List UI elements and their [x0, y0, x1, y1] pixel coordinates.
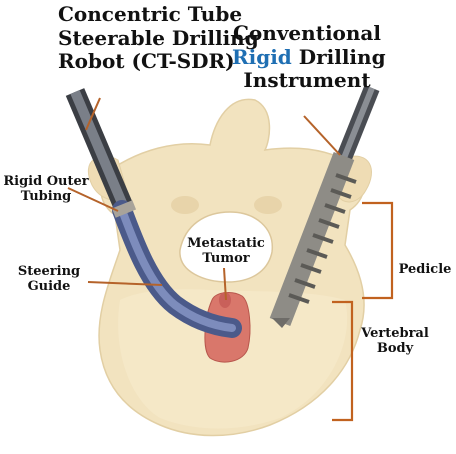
rigid-outer-line1: Rigid Outer: [3, 174, 89, 189]
steering-guide-highlight: [118, 206, 236, 332]
pedicle-label: Pedicle: [396, 262, 454, 277]
rigid-outer-tubing-label: Rigid Outer Tubing: [2, 174, 90, 205]
steering-line2: Guide: [27, 279, 71, 295]
ct-sdr-robot: [65, 88, 242, 338]
ct-sdr-label: Concentric Tube Steerable Drilling Robot…: [58, 2, 259, 74]
vertebral-body-label: Vertebral Body: [356, 326, 434, 357]
spinal-canal: [179, 211, 273, 283]
leader-lines: [67, 97, 341, 301]
rigid-drill: [269, 85, 380, 328]
steering-guide-label: Steering Guide: [12, 264, 86, 295]
vertebral-line1: Vertebral: [361, 326, 429, 341]
drilling-word: Drilling: [291, 44, 386, 69]
vertebral-body-bracket: [332, 300, 354, 422]
ct-sdr-line3: Robot (CT-SDR): [58, 49, 235, 74]
vertebra-bone: [87, 98, 372, 437]
conv-line2: Rigid Drilling: [232, 44, 386, 70]
ct-sdr-leader: [85, 97, 101, 131]
drill-leader: [303, 115, 341, 156]
brackets: [332, 201, 394, 422]
ct-sdr-line1: Concentric Tube: [58, 2, 243, 26]
left-facet: [171, 196, 199, 214]
pedicle-text: Pedicle: [398, 262, 452, 277]
pedicle-bracket: [362, 201, 394, 300]
ct-sdr-line2: Steerable Drilling: [58, 25, 259, 50]
conventional-drill-label: Conventional Rigid Drilling Instrument: [232, 21, 386, 93]
drill-shank-highlight: [341, 86, 375, 160]
rigid-outer-line2: Tubing: [20, 189, 72, 205]
conv-line1: Conventional: [233, 21, 381, 45]
tumor-line2: Tumor: [202, 251, 250, 267]
rigid-outer-leader: [67, 187, 119, 212]
tumor-leader: [223, 267, 227, 301]
drill-tip: [272, 318, 290, 328]
right-facet: [254, 196, 282, 214]
drill-flutes: [288, 173, 357, 304]
conv-line3: Instrument: [243, 68, 371, 93]
steering-line1: Steering: [17, 264, 81, 279]
tube-collar: [111, 200, 137, 218]
rigid-outer-tube-highlight: [70, 90, 130, 212]
rigid-word: Rigid: [232, 44, 292, 69]
metastatic-tumor-label: Metastatic Tumor: [178, 236, 274, 267]
tumor-line1: Metastatic: [187, 236, 265, 251]
steering-guide-leader: [87, 281, 163, 286]
vertebral-line2: Body: [376, 341, 414, 357]
